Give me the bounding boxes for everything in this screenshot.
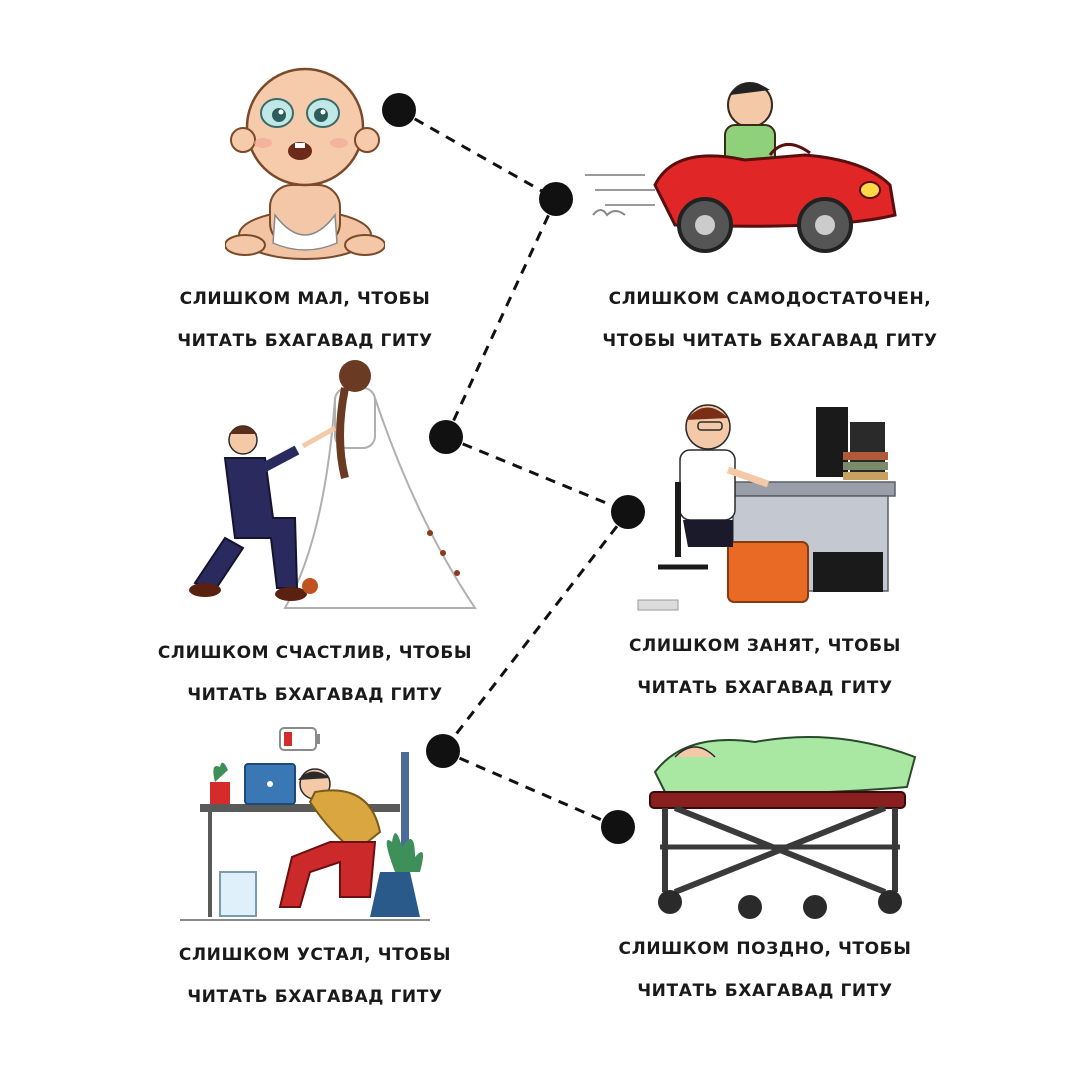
caption-too-tired: СЛИШКОМ УСТАЛ, ЧТОБЫ ЧИТАТЬ БХАГАВАД ГИТ… (140, 934, 490, 1018)
caption-line-1: СЛИШКОМ УСТАЛ, ЧТОБЫ (178, 945, 452, 965)
timeline-node-4 (611, 495, 645, 529)
dashed-path (398, 108, 630, 829)
caption-line-2: ЧТОБЫ ЧИТАТЬ БХАГАВАД ГИТУ (602, 331, 938, 351)
baby-sitting-illustration (225, 67, 385, 260)
caption-line-2: ЧИТАТЬ БХАГАВАД ГИТУ (187, 685, 443, 705)
body-on-hospital-stretcher-illustration (649, 736, 917, 919)
timeline-node-1 (382, 93, 416, 127)
man-working-at-office-desk-illustration (637, 404, 896, 611)
timeline-node-2 (539, 182, 573, 216)
caption-too-happy: СЛИШКОМ СЧАСТЛИВ, ЧТОБЫ ЧИТАТЬ БХАГАВАД … (130, 632, 500, 716)
timeline-nodes (382, 93, 645, 844)
exhausted-man-asleep-on-laptop-illustration (180, 727, 430, 921)
caption-line-1: СЛИШКОМ МАЛ, ЧТОБЫ (179, 289, 431, 309)
caption-too-young: СЛИШКОМ МАЛ, ЧТОБЫ ЧИТАТЬ БХАГАВАД ГИТУ (130, 278, 480, 362)
caption-too-self-sufficient: СЛИШКОМ САМОДОСТАТОЧЕН, ЧТОБЫ ЧИТАТЬ БХА… (575, 278, 965, 362)
timeline-node-5 (426, 734, 460, 768)
caption-too-busy: СЛИШКОМ ЗАНЯТ, ЧТОБЫ ЧИТАТЬ БХАГАВАД ГИТ… (590, 625, 940, 709)
timeline-node-3 (429, 420, 463, 454)
caption-line-2: ЧИТАТЬ БХАГАВАД ГИТУ (177, 331, 433, 351)
caption-line-1: СЛИШКОМ ПОЗДНО, ЧТОБЫ (618, 939, 912, 959)
caption-line-1: СЛИШКОМ ЗАНЯТ, ЧТОБЫ (629, 636, 901, 656)
caption-line-1: СЛИШКОМ СЧАСТЛИВ, ЧТОБЫ (157, 643, 473, 663)
caption-line-1: СЛИШКОМ САМОДОСТАТОЧЕН, (608, 289, 932, 309)
man-proposing-to-bride-illustration (189, 360, 477, 609)
caption-line-2: ЧИТАТЬ БХАГАВАД ГИТУ (637, 678, 893, 698)
man-driving-red-car-illustration (585, 82, 897, 253)
caption-line-2: ЧИТАТЬ БХАГАВАД ГИТУ (187, 987, 443, 1007)
timeline-node-6 (601, 810, 635, 844)
caption-too-late: СЛИШКОМ ПОЗДНО, ЧТОБЫ ЧИТАТЬ БХАГАВАД ГИ… (590, 928, 940, 1012)
caption-line-2: ЧИТАТЬ БХАГАВАД ГИТУ (637, 981, 893, 1001)
